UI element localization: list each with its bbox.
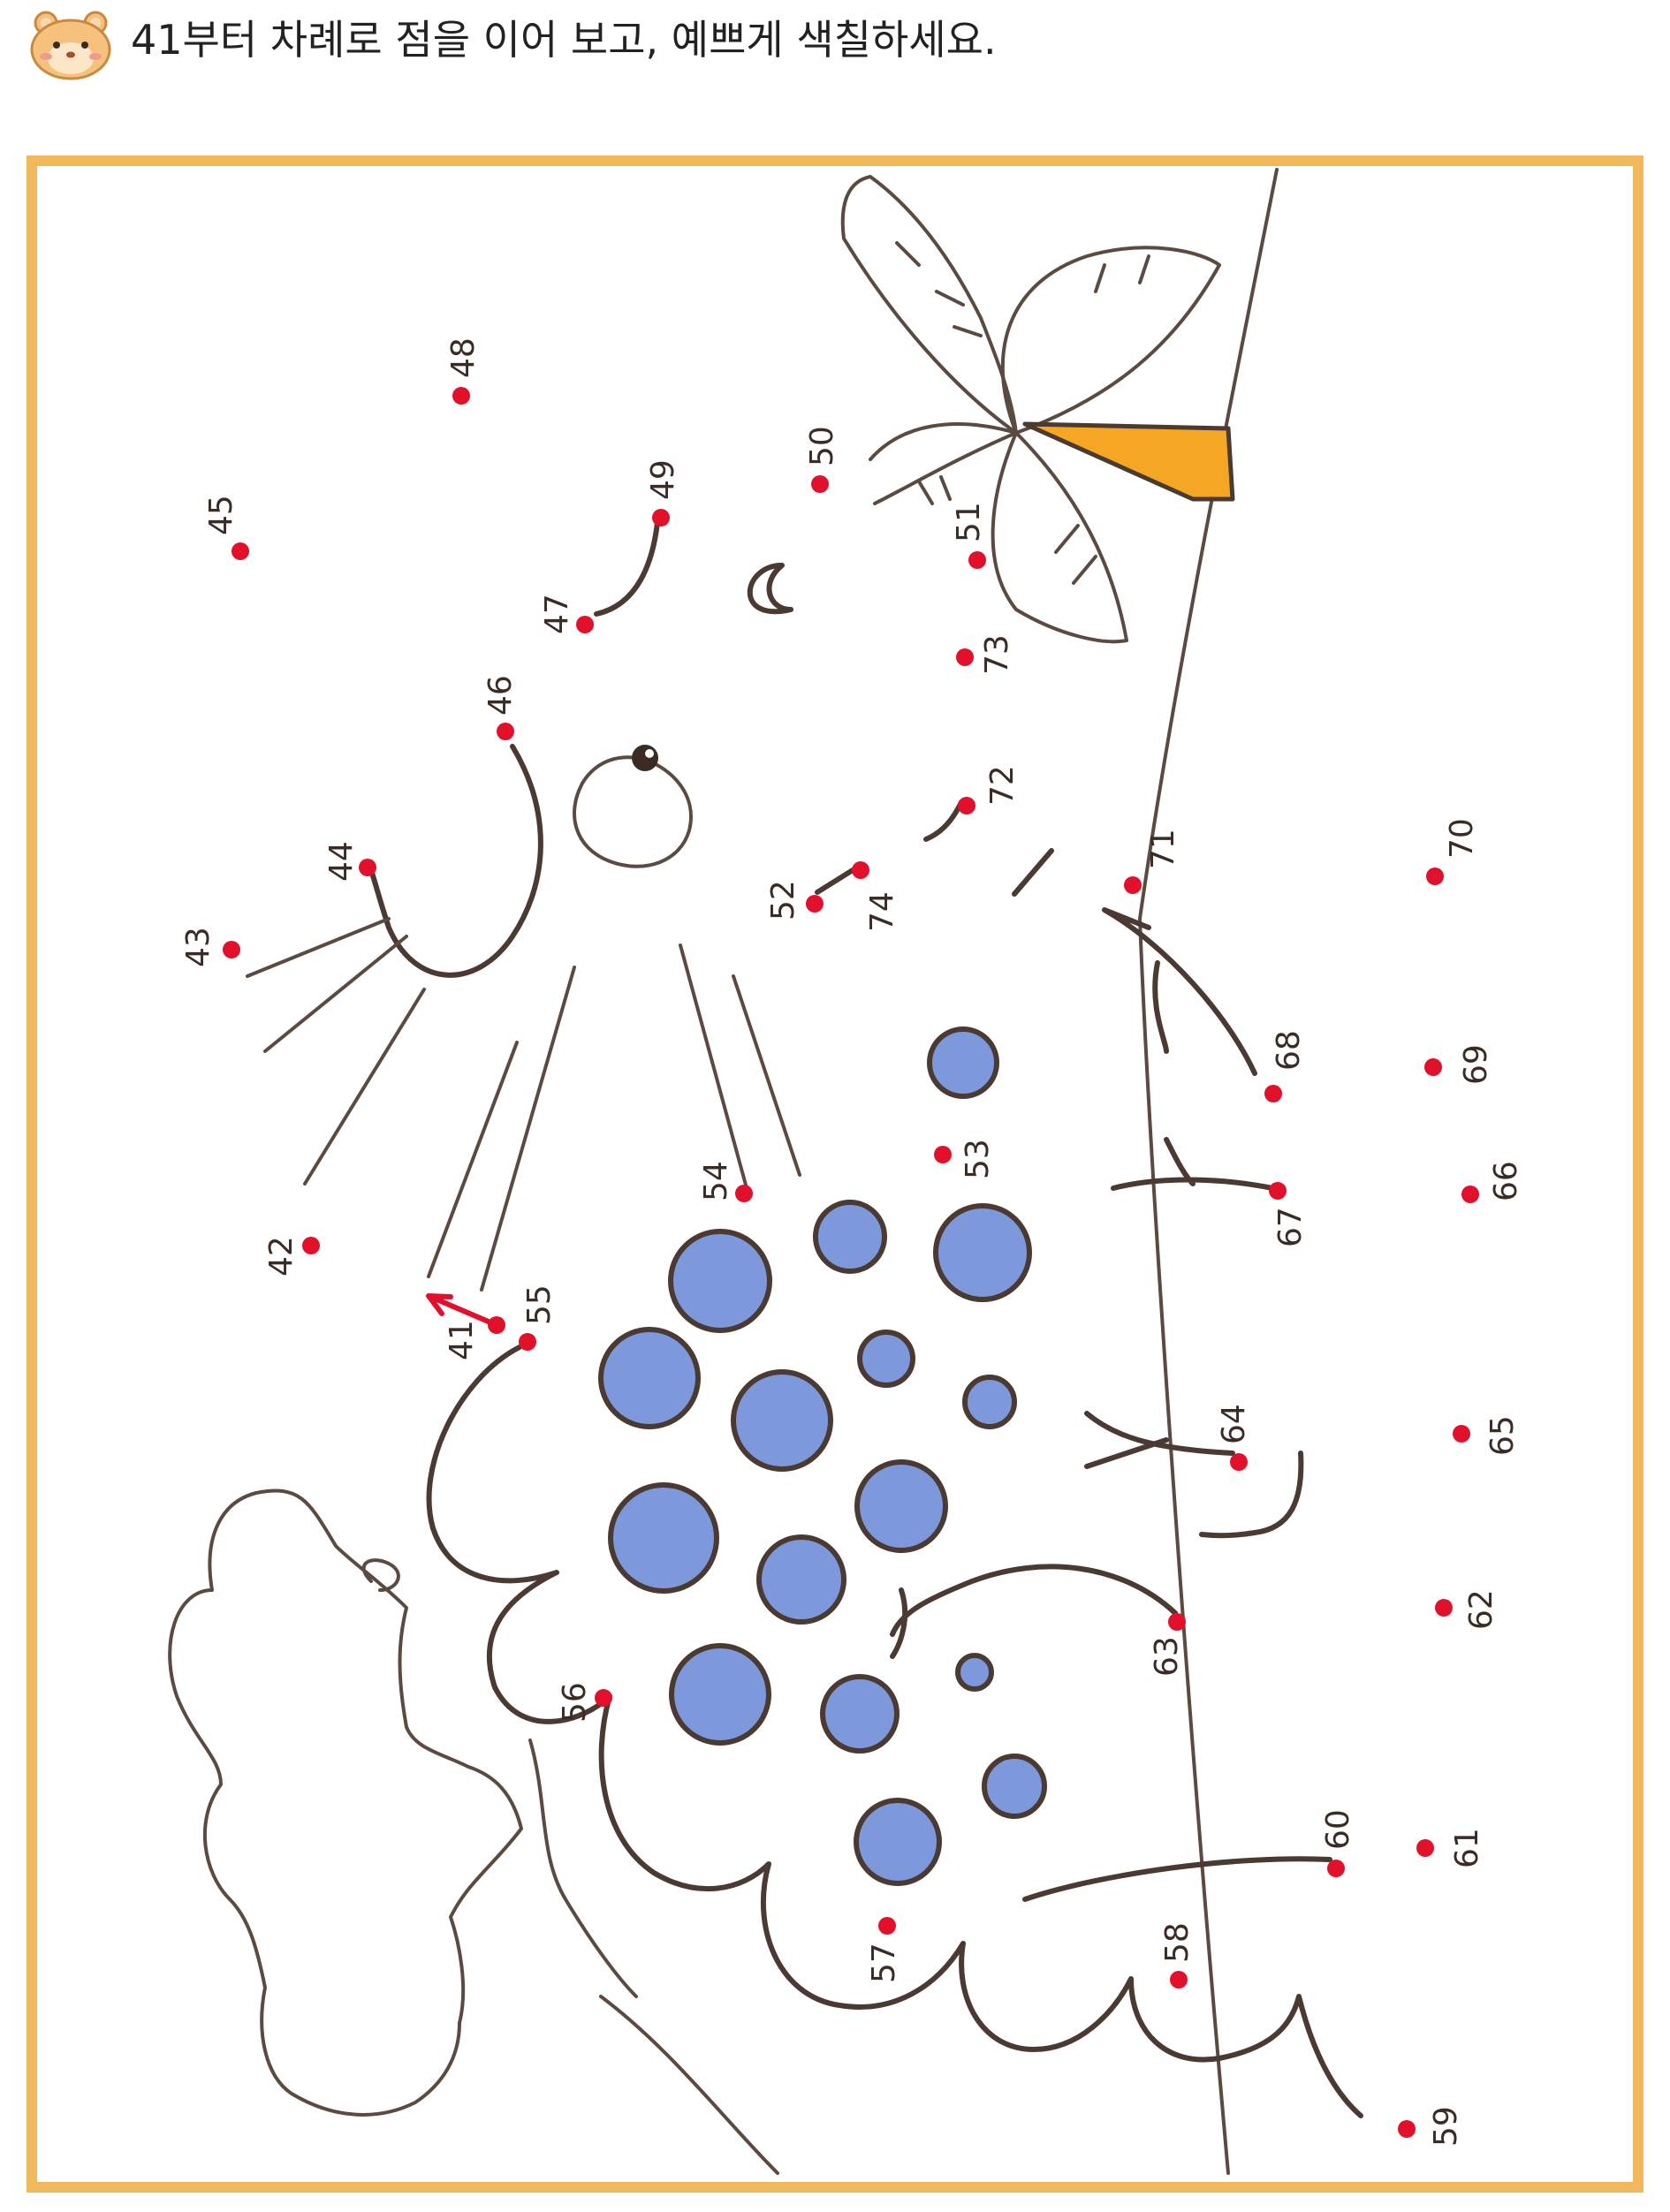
tree-outline <box>168 1489 523 2117</box>
svg-text:60: 60 <box>1320 1809 1356 1850</box>
curve-67 <box>1111 1137 1275 1191</box>
dot-53[interactable]: 53 <box>934 1139 996 1179</box>
svg-text:62: 62 <box>1463 1589 1499 1630</box>
dot-68[interactable]: 68 <box>1264 1030 1307 1102</box>
dot-52[interactable]: 52 <box>765 880 824 920</box>
svg-text:66: 66 <box>1488 1161 1524 1201</box>
curve-63 <box>890 1564 1178 1659</box>
dot-69[interactable]: 69 <box>1424 1044 1494 1085</box>
svg-text:46: 46 <box>482 675 519 716</box>
dot-61[interactable]: 61 <box>1416 1828 1485 1868</box>
svg-text:69: 69 <box>1458 1044 1494 1085</box>
svg-text:58: 58 <box>1159 1922 1196 1963</box>
dot-48[interactable]: 48 <box>445 337 482 405</box>
svg-text:64: 64 <box>1216 1404 1252 1444</box>
tree-trunk <box>528 1739 638 1998</box>
dot-63[interactable]: 63 <box>1149 1613 1186 1677</box>
hamster-face-icon <box>30 11 111 80</box>
svg-text:71: 71 <box>1145 829 1181 869</box>
dot-65[interactable]: 65 <box>1453 1415 1521 1456</box>
svg-text:68: 68 <box>1271 1030 1307 1071</box>
horizon-line <box>1138 168 1279 2175</box>
dot-46[interactable]: 46 <box>482 675 519 740</box>
svg-text:47: 47 <box>539 594 575 634</box>
curve-64 <box>1084 1411 1235 1469</box>
svg-text:72: 72 <box>984 765 1021 806</box>
curve-71-68 <box>1102 907 1257 1076</box>
svg-text:49: 49 <box>645 459 681 500</box>
svg-text:55: 55 <box>521 1284 558 1325</box>
drawing-frame <box>27 155 1643 2193</box>
svg-text:45: 45 <box>203 495 239 535</box>
dot-50[interactable]: 50 <box>804 426 840 493</box>
dot-42[interactable]: 42 <box>263 1236 320 1276</box>
moon-shape <box>747 563 793 615</box>
dot-51[interactable]: 51 <box>951 502 987 569</box>
eye <box>573 745 693 868</box>
svg-text:65: 65 <box>1484 1415 1521 1456</box>
dot-64[interactable]: 64 <box>1216 1404 1252 1471</box>
dot-58[interactable]: 58 <box>1159 1922 1196 1989</box>
header: 41부터 차례로 점을 이어 보고, 예쁘게 색칠하세요. <box>0 0 1670 106</box>
ground-line <box>599 1995 779 2175</box>
dot-44[interactable]: 44 <box>323 841 376 882</box>
svg-text:53: 53 <box>960 1139 996 1179</box>
svg-text:48: 48 <box>445 337 482 378</box>
svg-text:56: 56 <box>557 1682 593 1723</box>
svg-text:73: 73 <box>979 634 1015 675</box>
dot-41[interactable]: 41 <box>444 1316 505 1360</box>
curve-52-74 <box>815 867 855 895</box>
dot-71[interactable]: 71 <box>1124 829 1181 894</box>
bubbles <box>598 1026 1047 1886</box>
dot-49[interactable]: 49 <box>645 459 681 526</box>
dot-74[interactable]: 74 <box>852 861 900 932</box>
dot-47[interactable]: 47 <box>539 594 594 634</box>
svg-text:67: 67 <box>1272 1207 1309 1247</box>
whiskers <box>246 917 801 1292</box>
svg-text:52: 52 <box>765 880 801 920</box>
dot-54[interactable]: 54 <box>698 1161 753 1202</box>
start-arrow <box>426 1293 499 1328</box>
curve-46-44 <box>368 744 543 978</box>
svg-text:54: 54 <box>698 1161 734 1201</box>
svg-text:41: 41 <box>444 1320 480 1360</box>
curve-60 <box>1022 1856 1332 1902</box>
svg-text:63: 63 <box>1149 1636 1185 1677</box>
svg-text:70: 70 <box>1444 818 1480 859</box>
instruction-text: 41부터 차례로 점을 이어 보고, 예쁘게 색칠하세요. <box>131 16 997 64</box>
dot-66[interactable]: 66 <box>1461 1161 1524 1203</box>
svg-text:57: 57 <box>866 1943 902 1983</box>
curve-64b <box>1199 1451 1304 1539</box>
svg-text:43: 43 <box>180 927 216 967</box>
dot-59[interactable]: 59 <box>1398 2106 1464 2147</box>
dot-73[interactable]: 73 <box>956 634 1015 675</box>
dot-72[interactable]: 72 <box>958 765 1021 814</box>
svg-text:59: 59 <box>1428 2106 1464 2147</box>
dot-43[interactable]: 43 <box>180 927 240 967</box>
dot-60[interactable]: 60 <box>1320 1809 1356 1877</box>
dot-56[interactable]: 56 <box>557 1682 612 1723</box>
curve-47-49 <box>594 511 661 617</box>
curve-72 <box>923 799 964 842</box>
palm-tree <box>840 175 1235 644</box>
svg-text:50: 50 <box>804 426 840 466</box>
dot-67[interactable]: 67 <box>1269 1182 1309 1247</box>
svg-text:44: 44 <box>323 841 360 882</box>
svg-text:74: 74 <box>864 891 900 932</box>
dot-70[interactable]: 70 <box>1426 818 1480 885</box>
dot-55[interactable]: 55 <box>519 1284 558 1351</box>
dot-45[interactable]: 45 <box>203 495 249 560</box>
svg-text:42: 42 <box>263 1236 300 1276</box>
dot-62[interactable]: 62 <box>1435 1589 1499 1630</box>
svg-text:51: 51 <box>951 502 987 542</box>
coral-body <box>426 1345 1363 2118</box>
svg-text:61: 61 <box>1449 1828 1485 1868</box>
dot-57[interactable]: 57 <box>866 1917 902 1983</box>
curve-dash-1 <box>1012 848 1054 897</box>
